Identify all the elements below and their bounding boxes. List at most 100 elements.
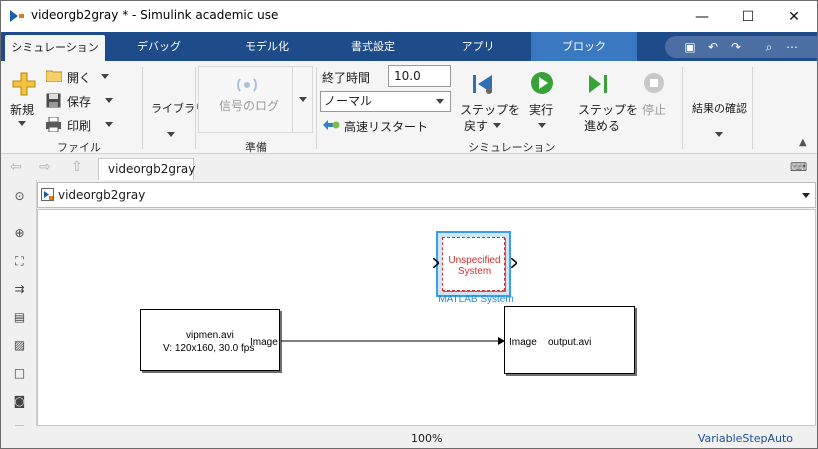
section-divider [682,67,683,149]
model-icon [41,188,54,201]
run-icon[interactable] [530,71,554,95]
simulation-section-label: シミュレーション [468,141,556,154]
camera-icon[interactable]: ◙ [13,394,26,408]
print-button[interactable]: 印刷 [67,119,92,133]
signal-log-icon [237,78,257,92]
new-button[interactable]: 新規 [10,103,35,117]
model-address-bar[interactable]: videorgb2gray [37,182,816,208]
signal-log-label: 信号のログ [219,99,280,113]
signal-log-button[interactable]: 信号のログ [198,66,293,133]
step-back-dropdown-caret[interactable] [493,123,501,128]
section-divider [142,67,143,149]
tab-modeling[interactable]: モデル化 [245,40,289,53]
solver-link[interactable]: VariableStepAuto [697,432,793,445]
section-divider [316,67,317,149]
area-icon[interactable]: □ [13,366,26,380]
window-title: videorgb2gray * - Simulink academic use [31,8,279,22]
ribbon-panel: 新規 開く 保存 印刷 ファイル ライブラリ 信号のログ [1,61,817,154]
back-arrow-icon[interactable]: ⇦ [10,159,22,175]
ribbon-tab-bar: シミュレーション デバッグ モデル化 書式設定 アプリ ブロック ▣ ↶ ↷ ⌕… [1,32,817,61]
matlab-system-label: MATLAB System [438,294,514,305]
undo-icon[interactable]: ↶ [707,40,719,54]
save-icon[interactable]: ▣ [684,40,696,54]
step-back-label-2[interactable]: 戻す [464,119,489,133]
fast-restart-icon [323,120,340,130]
stop-time-label: 終了時間 [322,71,371,85]
matlab-system-block[interactable]: Unspecified System [436,231,511,297]
tab-apps[interactable]: アプリ [461,40,495,53]
collapse-ribbon-icon[interactable]: ▲ [799,137,807,148]
print-dropdown-caret[interactable] [105,122,113,127]
save-dropdown-caret[interactable] [105,98,113,103]
signal-line[interactable] [281,335,506,347]
close-button[interactable]: ✕ [788,8,800,25]
step-forward-label-2[interactable]: 進める [584,119,621,133]
tab-debug[interactable]: デバッグ [137,40,181,53]
source-filename: vipmen.avi [186,330,234,341]
run-dropdown-caret[interactable] [538,123,546,128]
search-icon[interactable]: ⌕ [765,40,773,54]
tab-format[interactable]: 書式設定 [351,40,395,53]
source-port-label: Image [250,337,278,348]
redo-icon[interactable]: ↷ [730,40,742,54]
annotation-icon[interactable]: ▤ [13,310,26,324]
review-results-button[interactable]: 結果の確認 [692,102,747,115]
new-plus-icon[interactable] [12,72,36,96]
new-dropdown-caret[interactable] [18,121,26,126]
simulink-app-icon [10,10,24,22]
step-forward-label-1[interactable]: ステップを [578,103,639,117]
save-button[interactable]: 保存 [67,95,92,109]
quick-access-toolbar: ▣ ↶ ↷ ⌕ ⋯ [665,36,817,58]
prepare-section-label: 準備 [245,141,267,154]
model-tab[interactable]: videorgb2gray [98,158,195,180]
from-multimedia-file-block[interactable]: vipmen.avi V: 120x160, 30.0 fps Image [140,309,280,371]
step-forward-icon [589,75,607,93]
run-button[interactable]: 実行 [529,103,554,117]
minimize-button[interactable]: — [695,8,709,25]
zoom-icon[interactable]: ⊕ [14,226,25,240]
library-button[interactable]: ライブラリ [151,102,206,115]
keyboard-icon[interactable]: ⌨ [790,160,808,174]
forward-arrow-icon[interactable]: ⇨ [39,159,51,175]
open-button[interactable]: 開く [67,71,92,85]
hide-browser-icon[interactable]: ⊙ [14,189,25,203]
folder-icon [46,70,62,82]
status-bar: 100% VariableStepAuto [1,426,817,448]
image-icon[interactable]: ▨ [13,338,26,352]
fast-restart-button[interactable]: 高速リスタート [344,120,429,134]
more-icon[interactable]: ⋯ [786,40,798,54]
maximize-button[interactable]: ☐ [741,8,755,25]
print-icon [46,117,61,132]
matlab-system-text: Unspecified System [448,255,501,277]
sink-filename: output.avi [548,337,592,348]
up-arrow-icon[interactable]: ⇧ [71,159,83,175]
open-dropdown-caret[interactable] [101,74,109,79]
step-back-icon [473,75,492,94]
step-back-label-1[interactable]: ステップを [460,103,521,117]
fit-view-icon[interactable]: ⛶ [15,254,24,268]
stop-button[interactable]: 停止 [642,103,667,117]
input-port-icon [433,258,439,268]
prepare-expand-button[interactable] [293,66,313,133]
address-dropdown-caret[interactable] [802,193,810,198]
simulation-mode-value: ノーマル [324,94,373,108]
sink-port-label: Image [509,337,537,348]
source-format: V: 120x160, 30.0 fps [163,343,255,354]
model-canvas[interactable]: Unspecified System MATLAB System vipmen.… [37,209,816,426]
tab-block[interactable]: ブロック [531,32,637,61]
tab-simulation[interactable]: シミュレーション [5,35,105,61]
stop-time-input[interactable]: 10.0 [388,65,451,87]
save-disk-icon [46,93,61,108]
library-dropdown-caret[interactable] [167,132,175,137]
simulation-mode-select[interactable]: ノーマル [320,91,451,112]
to-multimedia-file-block[interactable]: Image output.avi [504,306,635,374]
tool-palette: ⊙ ⊕ ⛶ ⇉ ▤ ▨ □ ◙ ▭ [1,180,37,448]
zoom-level: 100% [411,432,443,445]
output-port-icon [511,258,517,268]
review-dropdown-caret[interactable] [715,132,723,137]
model-path: videorgb2gray [58,188,146,202]
section-divider [195,67,196,149]
signal-line-icon[interactable]: ⇉ [14,282,25,296]
section-divider [752,67,753,149]
